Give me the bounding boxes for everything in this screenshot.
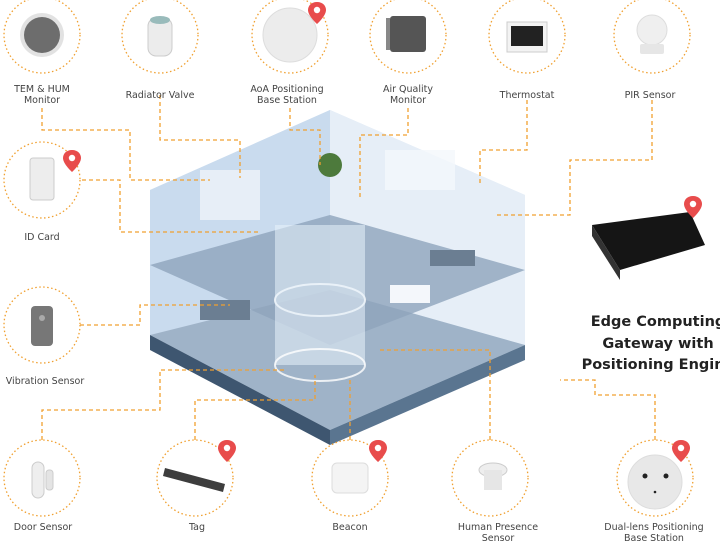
thermostat-icon [506, 21, 548, 53]
label-door-sensor: Door Sensor [13, 522, 73, 533]
edge-gateway-icon [592, 212, 705, 280]
device-circles [3, 0, 694, 517]
aoa-base-station-icon [262, 7, 318, 63]
radiator-valve-icon [147, 16, 173, 57]
human-presence-sensor-icon [478, 462, 508, 490]
label-beacon: Beacon [332, 522, 368, 533]
door-sensor-icon [31, 461, 54, 499]
id-card-icon [29, 157, 55, 201]
building-illustration [150, 110, 525, 445]
tag-icon [163, 468, 225, 492]
beacon-icon [331, 462, 369, 494]
vibration-sensor-icon [31, 306, 53, 346]
label-tag: Tag [188, 522, 206, 533]
pir-sensor-icon [636, 14, 668, 54]
tem-hum-monitor-icon [20, 13, 64, 57]
label-vibration-sensor: Vibration Sensor [5, 376, 85, 387]
label-radiator-valve: Radiator Valve [125, 90, 195, 101]
dual-lens-base-station-icon [627, 454, 683, 510]
label-pir-sensor: PIR Sensor [624, 90, 676, 101]
label-thermostat: Thermostat [499, 90, 555, 101]
air-quality-monitor-icon [386, 16, 426, 52]
label-id-card: ID Card [24, 232, 60, 243]
connector-lines [41, 95, 656, 440]
